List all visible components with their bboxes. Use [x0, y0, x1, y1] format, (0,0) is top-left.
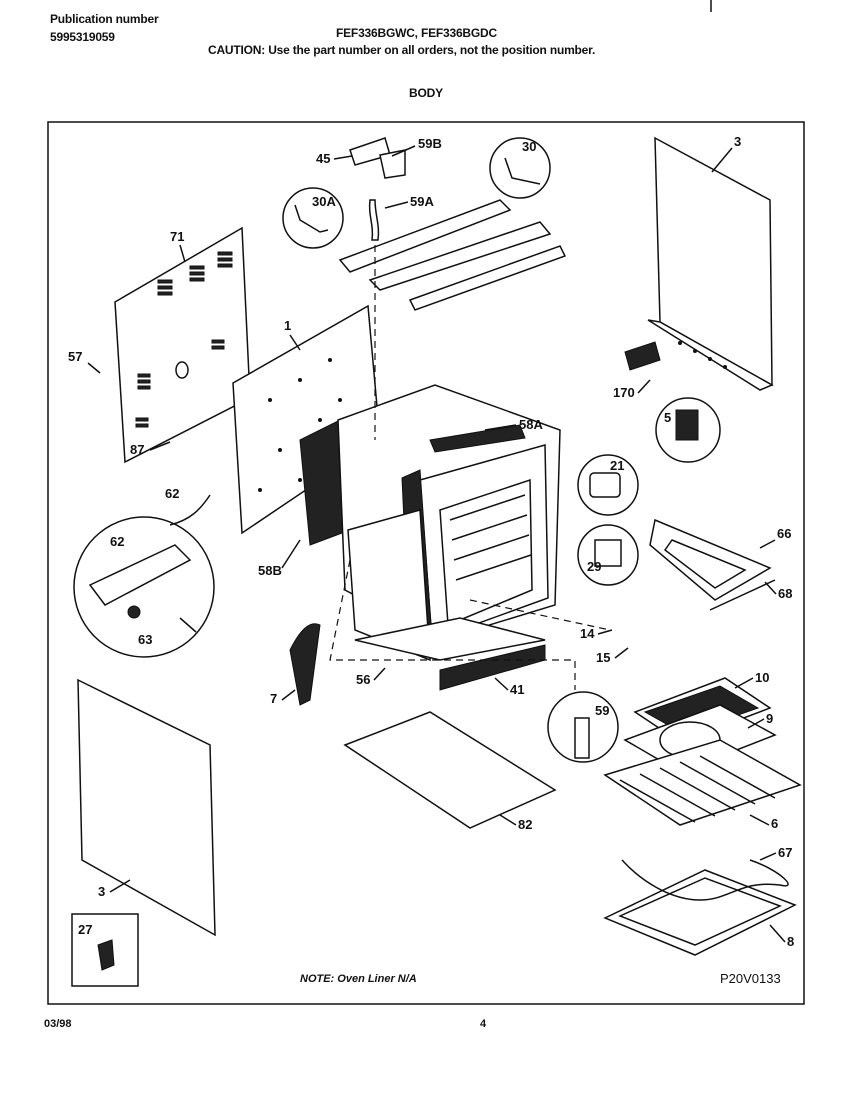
callout-3-top: 3	[734, 134, 741, 149]
callout-58a: 58A	[519, 417, 543, 432]
detail-circle-62	[73, 516, 215, 658]
callout-6: 6	[771, 816, 778, 831]
callout-63: 63	[138, 632, 152, 647]
callout-41: 41	[510, 682, 524, 697]
leveler-bracket-170	[624, 341, 661, 371]
detail-circle-29	[577, 524, 639, 586]
callout-27: 27	[78, 922, 92, 937]
callout-62-left: 62	[165, 486, 179, 501]
bottom-cover-82	[343, 711, 557, 829]
callout-8: 8	[787, 934, 794, 949]
callout-3-bottom: 3	[98, 884, 105, 899]
detail-circle-30a	[282, 187, 344, 249]
callout-82: 82	[518, 817, 532, 832]
callout-10: 10	[755, 670, 769, 685]
callout-56: 56	[356, 672, 370, 687]
footer-page-number: 4	[480, 1018, 487, 1030]
publication-label: Publication number	[50, 12, 159, 26]
door-handle-7	[289, 623, 321, 706]
side-panel-3-right	[647, 136, 774, 391]
part-27-box	[71, 913, 139, 987]
model-numbers: FEF336BGWC, FEF336BGDC	[336, 26, 497, 40]
callout-66: 66	[777, 526, 791, 541]
section-title: BODY	[409, 86, 443, 100]
callout-29: 29	[587, 559, 601, 574]
callout-45: 45	[316, 151, 330, 166]
detail-circle-5	[655, 397, 721, 463]
caution-text: CAUTION: Use the part number on all orde…	[208, 43, 596, 57]
callout-21: 21	[610, 458, 624, 473]
callout-59a: 59A	[410, 194, 434, 209]
callout-170: 170	[613, 385, 635, 400]
callout-30: 30	[522, 139, 536, 154]
side-panel-3-left	[77, 678, 216, 937]
callout-68: 68	[778, 586, 792, 601]
footer-date: 03/98	[44, 1018, 72, 1030]
oven-rack-6	[603, 739, 802, 826]
callout-67: 67	[778, 845, 792, 860]
top-brackets	[338, 137, 567, 311]
callout-71: 71	[170, 229, 184, 244]
callout-5: 5	[664, 410, 671, 425]
rear-panel-71	[114, 226, 251, 464]
callout-62-detail: 62	[110, 534, 124, 549]
dashed-leader-lower	[329, 559, 576, 690]
callout-9: 9	[766, 711, 773, 726]
callout-15: 15	[596, 650, 610, 665]
bake-element-and-bottom	[603, 859, 797, 956]
callout-58b: 58B	[258, 563, 282, 578]
callout-57: 57	[68, 349, 82, 364]
leader-lines	[87, 145, 786, 943]
oven-liner-note: NOTE: Oven Liner N/A	[300, 973, 417, 985]
broil-element-66	[649, 518, 772, 601]
callout-59b: 59B	[418, 136, 442, 151]
detail-circle-21	[577, 454, 639, 516]
diagram-frame	[47, 121, 805, 1005]
callout-87-left: 87	[130, 442, 144, 457]
publication-number: 5995319059	[50, 30, 115, 44]
callout-30a: 30A	[312, 194, 336, 209]
callout-59: 59	[595, 703, 609, 718]
callout-14: 14	[580, 626, 595, 641]
diagram-code: P20V0133	[720, 971, 781, 986]
callout-1: 1	[284, 318, 291, 333]
element-wire-68	[709, 579, 776, 611]
lower-frame	[347, 509, 546, 691]
detail-circle-59	[547, 691, 619, 763]
callout-7: 7	[270, 691, 277, 706]
broiler-pan	[623, 677, 777, 773]
detail-62-pointer	[169, 494, 211, 526]
detail-circle-30	[489, 137, 551, 199]
